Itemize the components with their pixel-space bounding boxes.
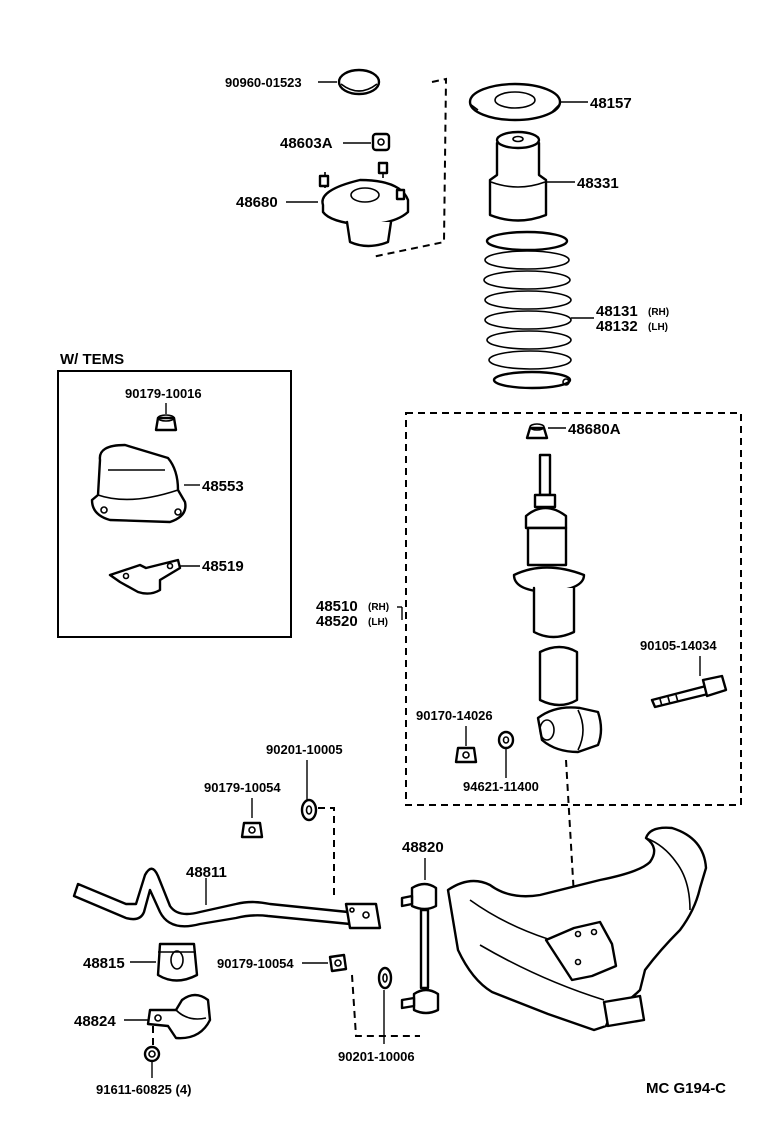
- shock-absorber-box: [405, 412, 742, 806]
- stabilizer-link-part-drawing: [400, 882, 440, 1015]
- label-90960-01523: 90960-01523: [225, 75, 302, 90]
- label-48553: 48553: [202, 478, 244, 495]
- label-90105-14034: 90105-14034: [640, 638, 717, 653]
- stabilizer-bushing-part-drawing: [156, 942, 199, 982]
- bolt-90105-14034-drawing: [650, 674, 728, 709]
- label-48680A: 48680A: [568, 421, 621, 438]
- washer-94621-11400-drawing: [497, 730, 515, 750]
- label-48820: 48820: [402, 839, 444, 856]
- label-48519: 48519: [202, 558, 244, 575]
- label-48331: 48331: [577, 175, 619, 192]
- bushing-90201-10006-drawing: [377, 966, 393, 990]
- nut-90179-10054-mid-drawing: [328, 953, 348, 973]
- stabilizer-bracket-part-drawing: [146, 993, 212, 1040]
- label-48132: 48132: [596, 318, 638, 335]
- stabilizer-bar-part-drawing: [72, 867, 382, 930]
- label-90179-10054-mid: 90179-10054: [217, 956, 294, 971]
- label-48132-side: (LH): [648, 322, 668, 333]
- label-90170-14026: 90170-14026: [416, 708, 493, 723]
- tems-box: [57, 370, 292, 638]
- actuator-cover-part-drawing: [90, 443, 187, 524]
- label-48520-side: (LH): [368, 617, 388, 628]
- lower-arm-part-drawing: [446, 826, 708, 1032]
- label-48131-side: (RH): [648, 307, 669, 318]
- diagram-code: MC G194-C: [646, 1080, 726, 1097]
- label-48824: 48824: [74, 1013, 116, 1030]
- nut-90170-14026-drawing: [454, 746, 478, 764]
- label-48510-side: (RH): [368, 602, 389, 613]
- label-91611-60825: 91611-60825 (4): [96, 1082, 191, 1097]
- label-94621-11400: 94621-11400: [463, 779, 539, 794]
- label-48520: 48520: [316, 613, 358, 630]
- label-48131: 48131: [596, 303, 638, 320]
- shock-absorber-part-drawing: [512, 453, 586, 639]
- label-48157: 48157: [590, 95, 632, 112]
- spring-seat-part-drawing: [468, 82, 562, 122]
- bushing-90201-10005-drawing: [300, 798, 318, 822]
- bolt-91611-60825-drawing: [143, 1045, 161, 1063]
- cap-part-drawing: [337, 68, 381, 96]
- label-48815: 48815: [83, 955, 125, 972]
- label-90179-10016: 90179-10016: [125, 386, 202, 401]
- label-48680: 48680: [236, 194, 278, 211]
- lower-bushing-part-drawing: [536, 645, 603, 754]
- bump-stopper-part-drawing: [488, 130, 548, 222]
- nut-90179-10054-top-drawing: [240, 821, 264, 839]
- coil-spring-part-drawing: [483, 230, 572, 390]
- label-90201-10005: 90201-10005: [266, 742, 343, 757]
- label-90179-10054-top: 90179-10054: [204, 780, 281, 795]
- tems-box-title: W/ TEMS: [60, 351, 124, 368]
- bracket-48519-drawing: [108, 558, 182, 595]
- label-48510: 48510: [316, 598, 358, 615]
- nut-90179-10016-drawing: [154, 414, 178, 432]
- upper-support-part-drawing: [318, 161, 410, 248]
- label-48811: 48811: [186, 864, 227, 881]
- nut-48603A-drawing: [371, 132, 391, 152]
- label-48603A: 48603A: [280, 135, 333, 152]
- label-90201-10006: 90201-10006: [338, 1049, 415, 1064]
- nut-48680A-drawing: [525, 423, 549, 440]
